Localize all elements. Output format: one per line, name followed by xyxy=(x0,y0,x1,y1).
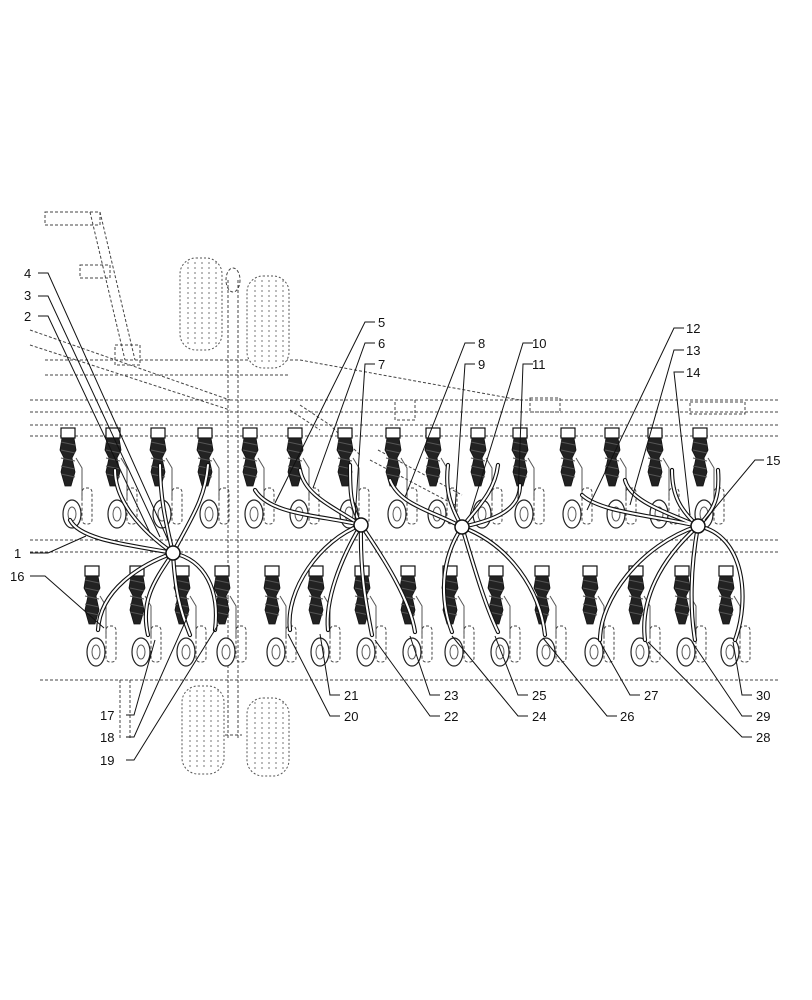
tire-top-right xyxy=(246,275,290,369)
row-unit-rear-12 xyxy=(581,565,615,667)
callout-9: 9 xyxy=(478,357,485,372)
callout-27: 27 xyxy=(644,688,658,703)
row-unit-rear-4 xyxy=(213,565,247,667)
callout-8: 8 xyxy=(478,336,485,351)
callout-12: 12 xyxy=(686,321,700,336)
callout-7: 7 xyxy=(378,357,385,372)
callout-13: 13 xyxy=(686,343,700,358)
row-unit-rear-3 xyxy=(173,565,207,667)
seed-hoses xyxy=(67,462,745,643)
callout-21: 21 xyxy=(344,688,358,703)
row-unit-rear-11 xyxy=(533,565,567,667)
callout-18: 18 xyxy=(100,730,114,745)
toolbar-frame xyxy=(29,211,780,740)
callout-25: 25 xyxy=(532,688,546,703)
row-unit-rear-8 xyxy=(399,565,433,667)
tire-bottom-right xyxy=(246,697,290,777)
distribution-hub-2 xyxy=(353,517,369,533)
tire-top-left xyxy=(179,257,223,351)
center-axle xyxy=(225,267,242,740)
distribution-hub-4 xyxy=(690,518,706,534)
callout-16: 16 xyxy=(10,569,24,584)
callout-4: 4 xyxy=(24,266,31,281)
distribution-hub-3 xyxy=(454,519,470,535)
row-unit-rear-5 xyxy=(263,565,297,667)
callout-17: 17 xyxy=(100,708,114,723)
callout-23: 23 xyxy=(444,688,458,703)
row-units-rear-rank xyxy=(83,565,751,667)
callout-30: 30 xyxy=(756,688,770,703)
callout-22: 22 xyxy=(444,709,458,724)
row-unit-rear-2 xyxy=(128,565,162,667)
callout-1: 1 xyxy=(14,546,21,561)
callout-11: 11 xyxy=(532,357,546,372)
callout-14: 14 xyxy=(686,365,700,380)
row-unit-front-1 xyxy=(59,427,93,529)
callout-2: 2 xyxy=(24,309,31,324)
callout-labels: 1 2 3 4 5 6 7 8 9 10 11 12 13 14 15 16 1… xyxy=(10,266,780,768)
callout-3: 3 xyxy=(24,288,31,303)
callout-15: 15 xyxy=(766,453,780,468)
row-unit-front-8 xyxy=(384,427,418,529)
hoses-hub-4 xyxy=(579,467,745,643)
row-unit-rear-14 xyxy=(673,565,707,667)
row-unit-front-4 xyxy=(196,427,230,529)
hoses-hub-1 xyxy=(67,462,218,638)
row-unit-front-5 xyxy=(241,427,275,529)
callout-20: 20 xyxy=(344,709,358,724)
callout-10: 10 xyxy=(532,336,546,351)
callout-24: 24 xyxy=(532,709,546,724)
callout-5: 5 xyxy=(378,315,385,330)
callout-26: 26 xyxy=(620,709,634,724)
tire-bottom-left xyxy=(181,685,225,775)
row-unit-front-11 xyxy=(511,427,545,529)
callout-28: 28 xyxy=(756,730,770,745)
row-unit-rear-15 xyxy=(717,565,751,667)
row-unit-front-12 xyxy=(559,427,593,529)
distribution-hub-1 xyxy=(165,545,181,561)
callout-19: 19 xyxy=(100,753,114,768)
row-unit-rear-13 xyxy=(627,565,661,667)
hoses-hub-2 xyxy=(252,462,418,638)
row-unit-rear-6 xyxy=(307,565,341,667)
callout-6: 6 xyxy=(378,336,385,351)
callout-29: 29 xyxy=(756,709,770,724)
leader-lines xyxy=(30,272,764,761)
